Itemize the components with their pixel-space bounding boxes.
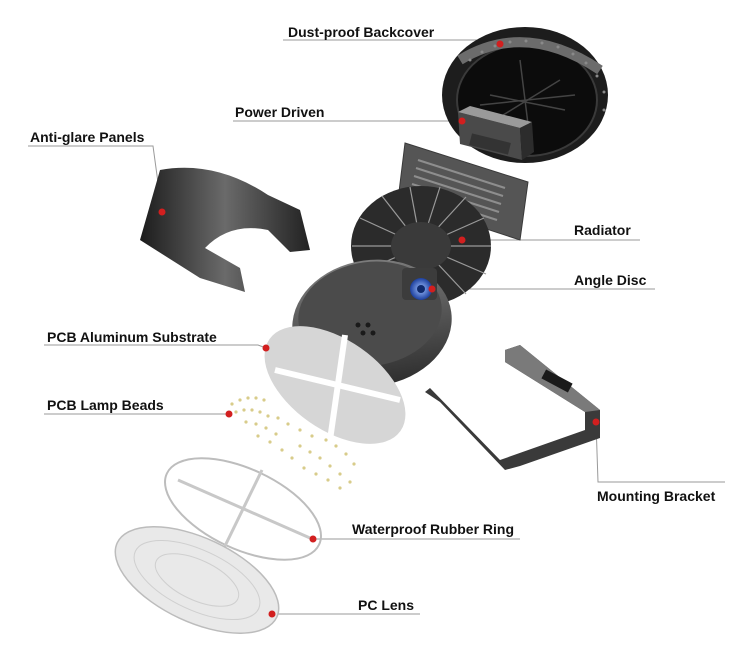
leader-mounting-bracket	[595, 421, 725, 483]
leader-dust-proof-backcover	[283, 39, 501, 45]
red-dot-marker-icon	[592, 418, 600, 426]
waterproof-rubber-ring-part	[164, 457, 322, 561]
red-dot-marker-icon	[262, 344, 270, 352]
red-dot-marker-icon	[428, 285, 436, 293]
label-pcb-aluminum-substrate: PCB Aluminum Substrate	[47, 329, 217, 345]
pcb-lamp-beads-part	[230, 396, 356, 490]
label-pcb-lamp-beads: PCB Lamp Beads	[47, 397, 164, 413]
pcb-aluminum-substrate-part	[264, 326, 406, 444]
red-dot-marker-icon	[458, 236, 466, 244]
red-dot-marker-icon	[158, 208, 166, 216]
label-pc-lens: PC Lens	[358, 597, 415, 613]
leader-anti-glare-panels	[28, 145, 163, 213]
label-angle-disc: Angle Disc	[574, 272, 647, 288]
pc-lens-part	[114, 526, 280, 634]
label-power-driven: Power Driven	[235, 104, 325, 120]
label-dust-proof-backcover: Dust-proof Backcover	[288, 24, 435, 40]
red-dot-marker-icon	[496, 40, 504, 48]
red-dot-marker-icon	[458, 117, 466, 125]
mounting-bracket-part	[425, 345, 600, 470]
leader-pcb-aluminum-substrate	[44, 344, 267, 349]
power-driven-part	[458, 106, 534, 160]
label-anti-glare-panels: Anti-glare Panels	[30, 129, 145, 145]
label-waterproof-rubber-ring: Waterproof Rubber Ring	[352, 521, 515, 537]
angle-disc-part	[402, 268, 437, 300]
anti-glare-panel-part	[140, 167, 310, 292]
label-radiator: Radiator	[574, 222, 631, 238]
red-dot-marker-icon	[309, 535, 317, 543]
markers	[158, 40, 600, 618]
red-dot-marker-icon	[225, 410, 233, 418]
red-dot-marker-icon	[268, 610, 276, 618]
label-mounting-bracket: Mounting Bracket	[597, 488, 716, 504]
